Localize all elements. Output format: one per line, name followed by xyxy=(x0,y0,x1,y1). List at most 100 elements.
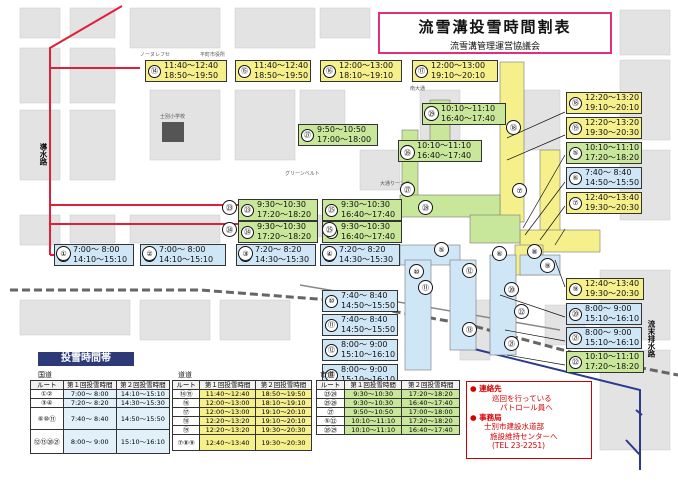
second-time: 17:00〜18:00 xyxy=(317,135,372,144)
second-time: 16:40〜17:40 xyxy=(417,151,472,160)
route-number: ⑨ xyxy=(569,282,582,296)
second-time-cell: 14:50〜15:50 xyxy=(115,407,171,430)
second-time-cell: 19:30〜20:30 xyxy=(255,425,312,435)
route-number: ⑫ xyxy=(325,343,338,357)
route-number: ⑭ xyxy=(148,64,161,78)
first-time: 9:30〜10:30 xyxy=(257,222,307,231)
second-time: 17:20〜18:20 xyxy=(257,232,312,241)
col-first: 第１回投雪時間 xyxy=(343,380,403,390)
map-badge-9: ⑨ xyxy=(540,258,555,273)
first-time-cell: 9:50〜10:50 xyxy=(343,407,403,417)
second-time: 17:20〜18:20 xyxy=(257,210,312,219)
second-time: 17:20〜18:20 xyxy=(585,153,640,162)
first-time: 9:30〜10:30 xyxy=(257,200,307,209)
svg-text:グリーンベルト: グリーンベルト xyxy=(285,170,320,177)
second-time: 14:10〜15:10 xyxy=(159,255,214,264)
route-cell: ⑫⑬⑳㉑ xyxy=(30,429,64,454)
route-number: ㉒ xyxy=(569,355,582,369)
contact-info: ● 連絡先 巡回を行っている パトロール員へ ● 事務局 士別市建設水道部 施設… xyxy=(466,381,592,459)
legend-title: 投雪時間帯 xyxy=(38,352,134,366)
second-time-cell: 16:40〜17:40 xyxy=(401,398,460,408)
map-badge-1: ① xyxy=(56,246,71,261)
second-time: 14:50〜15:50 xyxy=(341,301,396,310)
second-time: 15:10〜16:10 xyxy=(341,375,395,385)
second-time: 18:50〜19:50 xyxy=(254,71,309,80)
second-time: 14:50〜15:50 xyxy=(341,325,396,334)
first-time-cell: 10:10〜11:10 xyxy=(343,425,403,435)
title-box: 流雪溝投雪時間割表 流雪溝管理運営協議会 xyxy=(378,12,612,54)
map-badge-29: ㉙ xyxy=(424,106,439,121)
first-time-cell: 8:00〜 9:00 xyxy=(62,429,117,454)
second-time: 18:50〜19:50 xyxy=(164,71,219,80)
first-time: 7:40〜 8:40 xyxy=(341,291,388,300)
map-badge-11: ⑪ xyxy=(418,280,433,295)
map-badge-12: ⑫ xyxy=(462,263,477,278)
second-time: 14:30〜15:30 xyxy=(255,255,310,264)
route-cell: ㉗ xyxy=(316,407,345,417)
svg-text:大通りーング: 大通りーング xyxy=(380,180,410,187)
second-time: 15:10〜16:10 xyxy=(585,314,640,323)
office-line-1: 士別市建設水道部 xyxy=(484,422,544,431)
col-route: ルート xyxy=(171,380,201,390)
svg-text:平町市役所: 平町市役所 xyxy=(200,51,225,58)
first-time: 9:30〜10:30 xyxy=(341,222,391,231)
map-badge-23: ㉓ xyxy=(222,200,237,215)
first-time: 12:20〜13:20 xyxy=(585,118,640,127)
first-time-cell: 12:20〜13:20 xyxy=(199,425,257,435)
route-cell: ㉓㉔ xyxy=(316,389,345,399)
second-time-cell: 19:30〜20:30 xyxy=(255,434,312,451)
map-title: 流雪溝投雪時間割表 xyxy=(418,18,572,36)
first-time-cell: 11:40〜12:40 xyxy=(199,389,257,399)
second-time-cell: 19:10〜20:10 xyxy=(255,407,312,417)
col-second: 第２回投雪時間 xyxy=(115,380,171,390)
first-time-cell: 12:00〜13:00 xyxy=(199,407,257,417)
second-time-cell: 17:20〜18:20 xyxy=(401,389,460,399)
map-badge-26: ㉖ xyxy=(400,145,415,160)
first-time: 7:20〜 8:20 xyxy=(339,245,386,254)
first-time-cell: 10:10〜11:10 xyxy=(343,416,403,426)
map-badge-18: ⑱ xyxy=(506,120,521,135)
outflow-channel-label: 流末排水路 xyxy=(647,320,656,358)
route-cell: ③④ xyxy=(30,398,64,408)
col-second: 第２回投雪時間 xyxy=(401,380,460,390)
route-number: ⑪ xyxy=(325,318,338,332)
route-number: ⑮ xyxy=(238,64,251,78)
first-time: 8:00〜 9:00 xyxy=(585,304,632,313)
map-badge-6: ⑥ xyxy=(492,246,507,261)
map-badge-4: ④ xyxy=(322,246,337,261)
svg-text:ノーヌレフセ: ノーヌレフセ xyxy=(140,52,170,58)
col-route: ルート xyxy=(316,380,345,390)
first-time-cell: 12:00〜13:00 xyxy=(199,398,257,408)
route-cell: ㉘㉙ xyxy=(316,425,345,435)
second-time-cell: 14:10〜15:10 xyxy=(115,389,171,399)
first-time: 11:40〜12:40 xyxy=(164,61,219,70)
second-time: 19:10〜20:10 xyxy=(585,103,640,112)
first-time-cell: 9:30〜10:30 xyxy=(343,398,403,408)
first-time: 9:50〜10:50 xyxy=(317,125,367,134)
office-line-2: 施設維持センターへ xyxy=(490,431,558,441)
route-number: ⑱ xyxy=(569,96,582,110)
